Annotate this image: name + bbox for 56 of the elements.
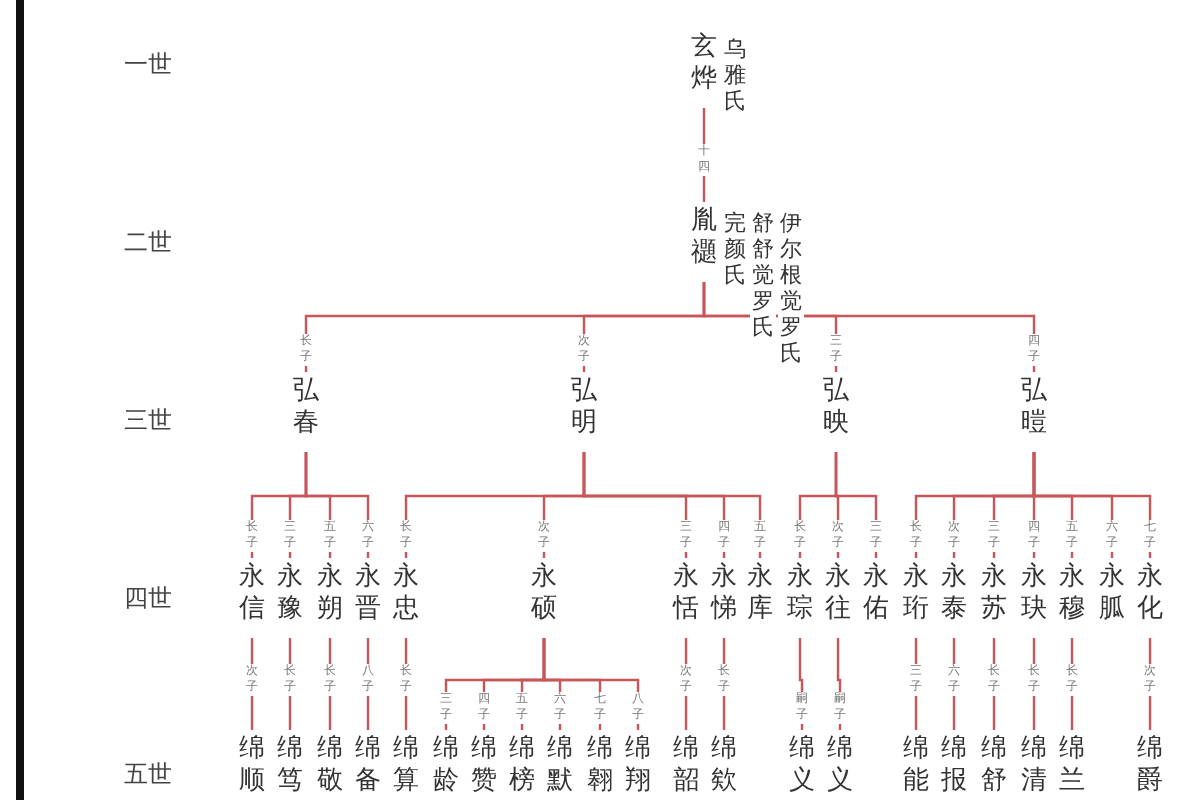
person-name: 永硕	[529, 562, 559, 626]
person-name: 永琮	[785, 562, 815, 626]
spouse-name: 舒舒觉罗氏	[750, 210, 776, 340]
generation-label: 五世	[124, 760, 172, 788]
person-name: 永苏	[979, 562, 1009, 626]
person-name: 绵翔	[623, 734, 653, 798]
tree-line	[1032, 452, 1152, 558]
person-name: 绵翱	[585, 734, 615, 798]
generation-label: 二世	[124, 228, 172, 256]
person-name: 绵赞	[469, 734, 499, 798]
person-name: 永信	[237, 562, 267, 626]
person-name: 弘春	[291, 376, 321, 440]
person-name: 永悌	[709, 562, 739, 626]
person-name: 永晋	[353, 562, 383, 626]
person-name: 永佑	[861, 562, 891, 626]
generation-label: 三世	[124, 406, 172, 434]
person-name: 绵笃	[275, 734, 305, 798]
person-name: 永朔	[315, 562, 345, 626]
person-name: 永恬	[671, 562, 701, 626]
person-name: 绵义	[787, 734, 817, 798]
person-name: 永珩	[901, 562, 931, 626]
person-name: 绵榜	[507, 734, 537, 798]
person-name: 绵韶	[671, 734, 701, 798]
person-name: 绵顺	[237, 734, 267, 798]
person-name: 绵欸	[709, 734, 739, 798]
tree-line	[542, 638, 640, 730]
person-name: 永豫	[275, 562, 305, 626]
spouse-name: 伊尔根觉罗氏	[778, 210, 804, 366]
tree-line	[304, 452, 370, 558]
person-name: 绵敬	[315, 734, 345, 798]
generation-label: 四世	[124, 584, 172, 612]
person-name: 永胍	[1097, 562, 1127, 626]
generation-label: 一世	[124, 50, 172, 78]
person-name: 绵报	[939, 734, 969, 798]
tree-line	[834, 452, 878, 558]
person-name: 永往	[823, 562, 853, 626]
spouse-name: 完颜氏	[722, 210, 748, 288]
person-name: 永穆	[1057, 562, 1087, 626]
person-name: 绵算	[391, 734, 421, 798]
person-name: 永忠	[391, 562, 421, 626]
person-name: 弘映	[821, 376, 851, 440]
person-name: 绵备	[353, 734, 383, 798]
tree-line	[582, 452, 762, 558]
person-name: 绵龄	[431, 734, 461, 798]
person-name: 永玦	[1019, 562, 1049, 626]
person-name: 胤禵	[689, 206, 719, 270]
person-name: 弘明	[569, 376, 599, 440]
person-name: 永化	[1135, 562, 1165, 626]
person-name: 绵默	[545, 734, 575, 798]
person-name: 绵义	[825, 734, 855, 798]
person-name: 绵舒	[979, 734, 1009, 798]
person-name: 绵清	[1019, 734, 1049, 798]
person-name: 玄烨	[689, 32, 719, 96]
person-name: 绵爵	[1135, 734, 1165, 798]
person-name: 永泰	[939, 562, 969, 626]
spouse-name: 乌雅氏	[722, 36, 748, 114]
